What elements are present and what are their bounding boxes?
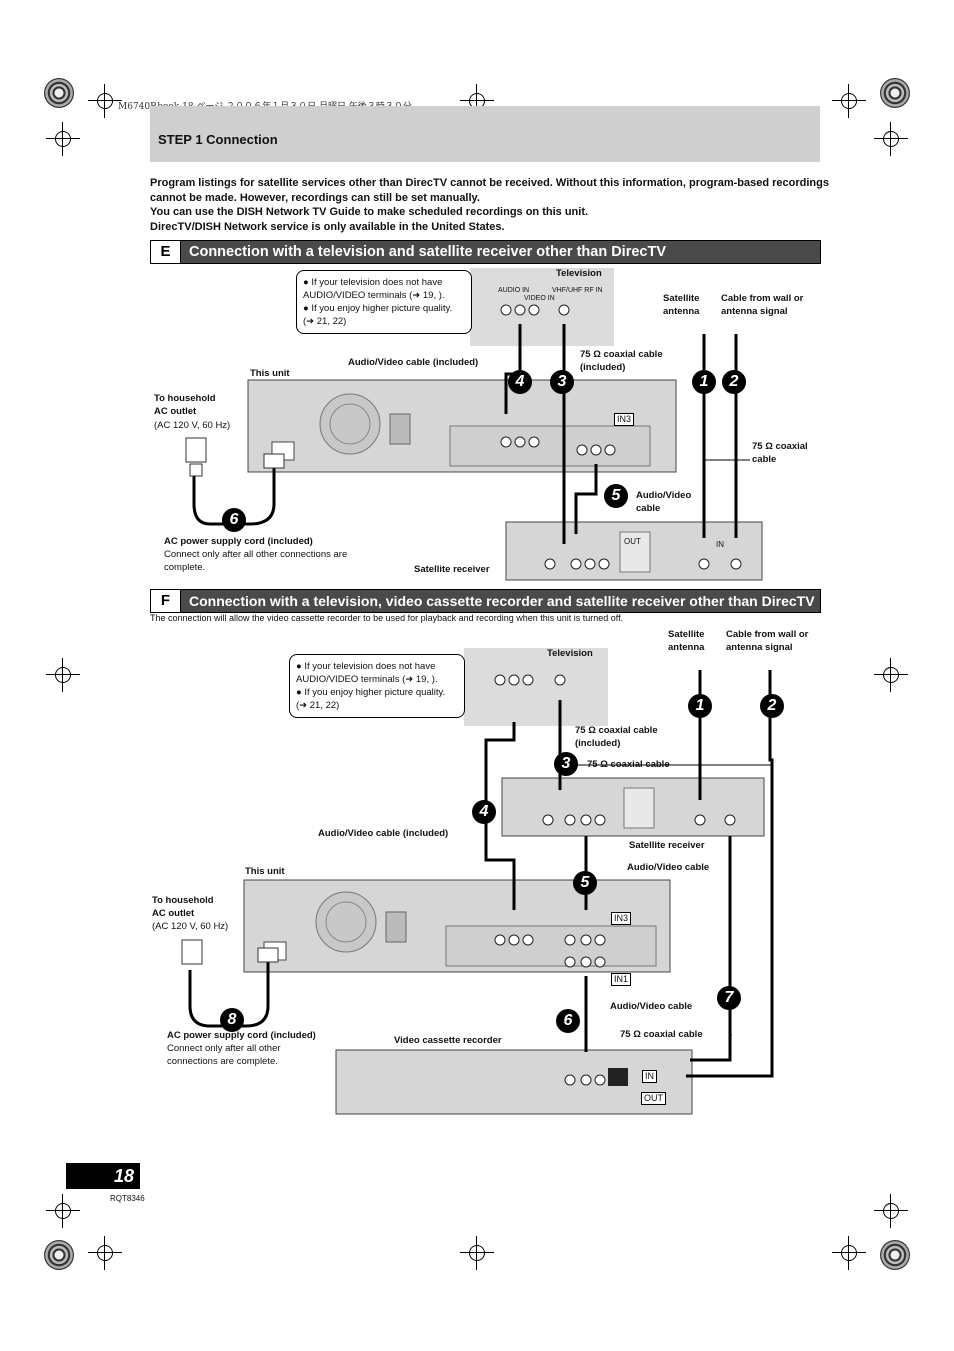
section-e-letter: E xyxy=(151,241,181,263)
note-text-2: If you enjoy higher picture quality. (➜ … xyxy=(303,303,453,327)
section-e-note: ● If your television does not have AUDIO… xyxy=(296,270,472,334)
av-cable-label: Audio/Video cable xyxy=(636,490,692,514)
crop-mark-icon xyxy=(832,84,866,118)
f-in1-tag: IN1 xyxy=(611,973,632,986)
ac-cord-sub-label: Connect only after all other connections… xyxy=(164,549,348,573)
f-ac-cord-sub-label: Connect only after all other connections… xyxy=(167,1043,281,1067)
page-title: STEP 1 Connection xyxy=(158,132,278,147)
f-note-bullet-2: ● If you enjoy higher picture quality. (… xyxy=(296,687,446,711)
coax-cable-label: 75 Ω coaxial cable xyxy=(752,441,808,465)
household-sub-label: (AC 120 V, 60 Hz) xyxy=(154,420,231,431)
f-satellite-antenna-label: Satellite antenna xyxy=(668,629,705,653)
step-5-badge: 5 xyxy=(604,484,628,508)
satellite-receiver-label: Satellite receiver xyxy=(414,564,490,575)
section-f-bar: F Connection with a television, video ca… xyxy=(150,589,821,613)
this-unit-label: This unit xyxy=(250,368,290,379)
crop-mark-icon xyxy=(832,1236,866,1270)
section-e-title: Connection with a television and satelli… xyxy=(189,244,667,260)
crop-mark-icon xyxy=(874,1194,908,1228)
f-vcr-label: Video cassette recorder xyxy=(394,1035,502,1046)
f-note-bullet-1: ● If your television does not have AUDIO… xyxy=(296,661,438,685)
section-f-subtitle: The connection will allow the video cass… xyxy=(150,613,624,623)
doc-code: RQT8346 xyxy=(110,1194,145,1203)
section-f-title: Connection with a television, video cass… xyxy=(189,593,815,609)
registration-mark-icon xyxy=(44,1240,74,1270)
video-in-label: VIDEO IN xyxy=(524,295,555,302)
out-label: OUT xyxy=(624,537,641,546)
section-f-letter: F xyxy=(151,590,181,612)
f-step-1-badge: 1 xyxy=(688,694,712,718)
step-6-badge: 6 xyxy=(222,508,246,532)
crop-mark-icon xyxy=(46,1194,80,1228)
f-coax-cable-label: 75 Ω coaxial cable xyxy=(587,759,670,770)
note-bullet-2: ● If you enjoy higher picture quality. (… xyxy=(303,303,453,327)
f-step-6-badge: 6 xyxy=(556,1009,580,1033)
f-household-sub-label: (AC 120 V, 60 Hz) xyxy=(152,921,229,932)
registration-mark-icon xyxy=(44,78,74,108)
step-1-badge: 1 xyxy=(692,370,716,394)
intro-line-1: Program listings for satellite services … xyxy=(150,177,829,204)
section-f-note: ● If your television does not have AUDIO… xyxy=(289,654,465,718)
registration-mark-icon xyxy=(880,78,910,108)
f-step-2-badge: 2 xyxy=(760,694,784,718)
in3-tag: IN3 xyxy=(614,413,635,426)
section-f-diagram xyxy=(181,648,774,1115)
registration-mark-icon xyxy=(880,1240,910,1270)
note-text-1: If your television does not have AUDIO/V… xyxy=(303,277,443,301)
satellite-antenna-label: Satellite antenna xyxy=(663,293,700,317)
step-3-badge: 3 xyxy=(550,370,574,394)
ac-cord-label: AC power supply cord (included) xyxy=(164,536,313,547)
intro-line-3: DirecTV/DISH Network service is only ava… xyxy=(150,220,505,233)
television-label: Television xyxy=(556,268,602,279)
f-cable-wall-label: Cable from wall or antenna signal xyxy=(726,629,809,653)
section-e-bar: E Connection with a television and satel… xyxy=(150,240,821,264)
crop-mark-icon xyxy=(88,84,122,118)
section-e-diagram xyxy=(185,268,763,581)
crop-mark-icon xyxy=(46,658,80,692)
crop-mark-icon xyxy=(46,122,80,156)
f-household-label: To household AC outlet xyxy=(152,895,214,919)
f-step-3-badge: 3 xyxy=(554,752,578,776)
av-cable-included-label: Audio/Video cable (included) xyxy=(348,357,479,368)
crop-mark-icon xyxy=(874,122,908,156)
f-in-tag: IN xyxy=(642,1070,657,1083)
audio-in-label: AUDIO IN xyxy=(498,287,530,294)
f-av-cable-2-label: Audio/Video cable xyxy=(610,1001,693,1012)
f-this-unit-label: This unit xyxy=(245,866,285,877)
f-television-label: Television xyxy=(547,648,593,659)
f-out-tag: OUT xyxy=(641,1092,666,1105)
f-step-5-badge: 5 xyxy=(573,871,597,895)
intro-text: Program listings for satellite services … xyxy=(150,176,830,234)
crop-mark-icon xyxy=(460,1236,494,1270)
f-av-cable-included-label: Audio/Video cable (included) xyxy=(318,828,449,839)
vhf-uhf-label: VHF/UHF RF IN xyxy=(552,287,603,294)
intro-line-2: You can use the DISH Network TV Guide to… xyxy=(150,206,589,218)
f-in3-tag: IN3 xyxy=(611,912,632,925)
step-4-badge: 4 xyxy=(508,370,532,394)
f-satellite-receiver-label: Satellite receiver xyxy=(629,840,705,851)
f-note-text-1: If your television does not have AUDIO/V… xyxy=(296,661,436,685)
f-coax-included-label: 75 Ω coaxial cable (included) xyxy=(575,725,658,749)
in-label: IN xyxy=(716,540,724,549)
f-coax-cable-2-label: 75 Ω coaxial cable xyxy=(620,1029,703,1040)
coax-included-label: 75 Ω coaxial cable (included) xyxy=(580,349,663,373)
page-number: 18 xyxy=(66,1163,140,1189)
f-ac-cord-label: AC power supply cord (included) xyxy=(167,1030,316,1041)
step-2-badge: 2 xyxy=(722,370,746,394)
header-band xyxy=(150,106,820,162)
household-label: To household AC outlet xyxy=(154,393,216,417)
f-note-text-2: If you enjoy higher picture quality. (➜ … xyxy=(296,687,446,711)
f-step-7-badge: 7 xyxy=(717,986,741,1010)
f-step-8-badge: 8 xyxy=(220,1008,244,1032)
crop-mark-icon xyxy=(88,1236,122,1270)
f-step-4-badge: 4 xyxy=(472,800,496,824)
f-note-ref-1: (➜ 19, ). xyxy=(402,674,438,685)
f-av-cable-label: Audio/Video cable xyxy=(627,862,710,873)
note-bullet-1: ● If your television does not have AUDIO… xyxy=(303,277,445,301)
crop-mark-icon xyxy=(874,658,908,692)
note-ref-1: (➜ 19, ). xyxy=(409,290,445,301)
cable-wall-label: Cable from wall or antenna signal xyxy=(721,293,804,317)
